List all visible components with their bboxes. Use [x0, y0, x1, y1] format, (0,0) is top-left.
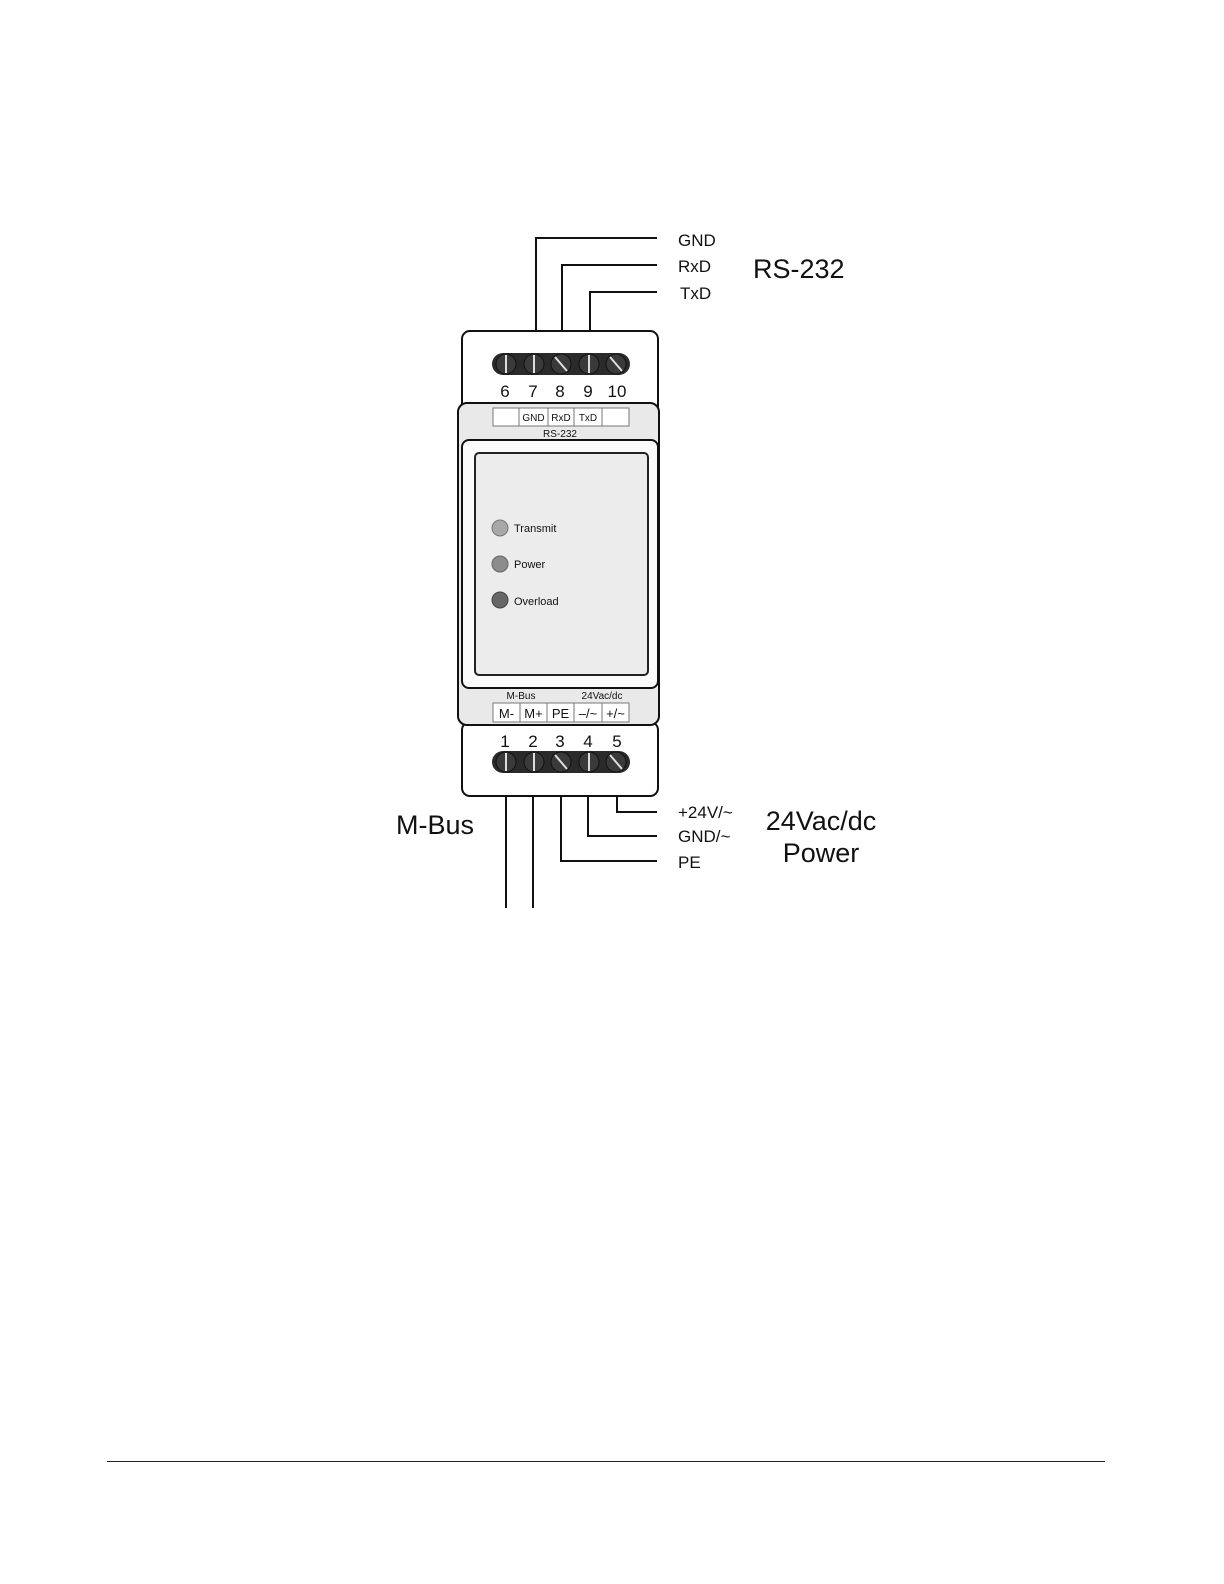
mbus-strip-label: M-Bus	[507, 691, 536, 702]
device-housing: GND RxD TxD RS-232 M-Bus 24Vac/dc M- M+ …	[458, 331, 659, 796]
wire-txd	[590, 292, 657, 331]
rs232-wires	[536, 238, 657, 331]
rs232-rxd-label: RxD	[678, 257, 711, 276]
terminal-number-2: 2	[528, 732, 537, 751]
bottom-cell-m-minus: M-	[499, 706, 514, 721]
power-wires	[561, 796, 657, 861]
bottom-cell-m-plus: M+	[524, 706, 542, 721]
top-cell-gnd: GND	[522, 413, 544, 424]
power-gnd-label: GND/~	[678, 827, 731, 846]
terminal-number-6: 6	[500, 382, 509, 401]
wire-pe	[561, 796, 657, 861]
screw-terminal	[579, 752, 599, 772]
screw-terminal	[524, 354, 544, 374]
top-cell-txd: TxD	[579, 413, 597, 424]
wire-plus-24v	[617, 796, 657, 812]
wire-rxd	[562, 265, 657, 331]
screw-terminal	[551, 752, 571, 772]
rs232-title: RS-232	[753, 254, 845, 284]
screw-terminal	[496, 354, 516, 374]
terminal-number-8: 8	[555, 382, 564, 401]
transmit-led-label: Transmit	[514, 523, 556, 535]
top-cell-rxd: RxD	[551, 413, 570, 424]
screw-terminal	[606, 752, 626, 772]
screw-terminal	[551, 354, 571, 374]
power-title-line2: Power	[783, 838, 860, 868]
bottom-cell-minus-ac: –/~	[579, 706, 598, 721]
overload-led-label: Overload	[514, 596, 559, 608]
terminal-number-10: 10	[608, 382, 627, 401]
power-plus24v-label: +24V/~	[678, 803, 733, 822]
screw-terminal	[496, 752, 516, 772]
screw-terminal	[524, 752, 544, 772]
rs232-txd-label: TxD	[680, 284, 711, 303]
wire-gnd-ac	[588, 796, 657, 836]
footer-divider	[107, 1461, 1105, 1462]
terminal-number-1: 1	[500, 732, 509, 751]
power-led-label: Power	[514, 559, 546, 571]
terminal-number-9: 9	[583, 382, 592, 401]
rs232-gnd-label: GND	[678, 231, 716, 250]
terminal-number-5: 5	[612, 732, 621, 751]
top-strip-caption: RS-232	[543, 429, 577, 440]
bottom-cell-plus-ac: +/~	[606, 706, 625, 721]
wire-gnd	[536, 238, 657, 331]
screw-terminal	[606, 354, 626, 374]
terminal-number-3: 3	[555, 732, 564, 751]
transmit-led	[492, 520, 508, 536]
power-title-line1: 24Vac/dc	[766, 806, 877, 836]
power-led	[492, 556, 508, 572]
terminal-number-4: 4	[583, 732, 592, 751]
screw-terminal	[579, 354, 599, 374]
mbus-title: M-Bus	[396, 810, 474, 840]
power-strip-label: 24Vac/dc	[582, 691, 623, 702]
mbus-wires	[506, 796, 533, 908]
bottom-cell-pe: PE	[552, 706, 570, 721]
terminal-number-7: 7	[528, 382, 537, 401]
overload-led	[492, 592, 508, 608]
power-pe-label: PE	[678, 853, 701, 872]
